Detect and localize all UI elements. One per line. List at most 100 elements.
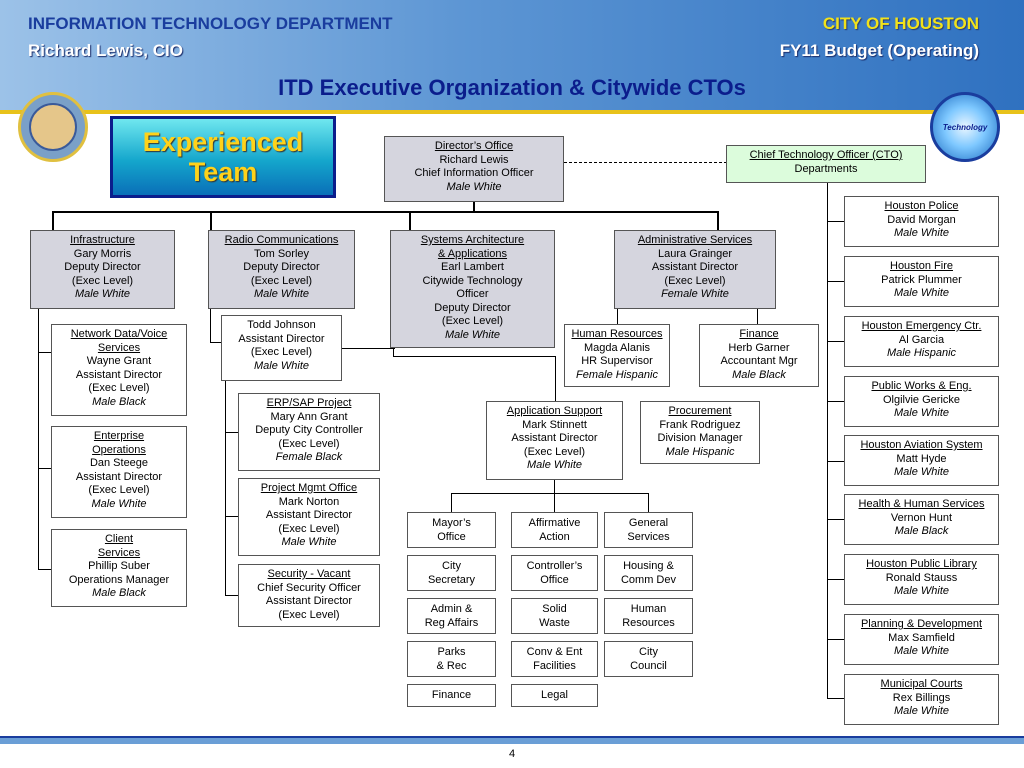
org-node-radio[interactable]: Radio Communications Tom Sorley Deputy D… [208,230,355,309]
node-level: (Exec Level) [278,608,340,621]
node-title: Client [104,533,134,545]
org-node-cto[interactable]: Chief Technology Officer (CTO) Departmen… [726,145,926,183]
cto-person: Vernon Hunt [890,511,953,524]
node-role: Assistant Director [238,332,325,345]
cto-dept-box[interactable]: Planning & Development Max Samfield Male… [844,614,999,665]
dept-line-1: Legal [541,689,568,701]
connector [555,356,556,402]
connector [827,519,844,520]
node-demographic: Male White [253,288,310,300]
cto-demographic: Male White [893,407,950,419]
cto-person: Patrick Plummer [881,273,962,286]
node-title: Radio Communications [224,234,339,246]
org-node-security[interactable]: Security - Vacant Chief Security Officer… [238,564,380,627]
customer-dept-box[interactable]: City Council [604,641,693,677]
cto-demographic: Male White [893,645,950,657]
cto-dept-name: Houston Fire [890,260,953,272]
customer-dept-box[interactable]: Finance [407,684,496,707]
customer-dept-box[interactable]: Human Resources [604,598,693,634]
node-role: Chief Security Officer [257,581,361,594]
cto-dept-box[interactable]: Health & Human Services Vernon Hunt Male… [844,494,999,545]
node-title: Director’s Office [434,140,514,152]
cto-demographic: Male White [893,705,950,717]
customer-dept-box[interactable]: Parks & Rec [407,641,496,677]
cto-person: Max Samfield [888,631,955,644]
cto-dept-box[interactable]: Houston Emergency Ctr. Al Garcia Male Hi… [844,316,999,367]
node-person: Mary Ann Grant [270,410,348,423]
node-demographic: Male White [253,359,310,372]
node-role-2: Assistant Director [265,595,353,607]
node-level: (Exec Level) [88,484,150,496]
node-demographic: Male Black [92,587,146,599]
footer-bar [0,736,1024,744]
customer-dept-box[interactable]: Affirmative Action [511,512,598,548]
customer-dept-box[interactable]: Housing & Comm Dev [604,555,693,591]
customer-dept-box[interactable]: Controller’s Office [511,555,598,591]
org-node-pmo[interactable]: Project Mgmt Office Mark Norton Assistan… [238,478,380,556]
cto-person: Al Garcia [898,333,945,346]
cto-dept-box[interactable]: Houston Public Library Ronald Stauss Mal… [844,554,999,605]
dept-line-1: Housing & [623,560,674,572]
node-person: Tom Sorley [253,247,310,260]
node-level: (Exec Level) [523,445,586,458]
dept-line-1: Solid [542,603,567,615]
org-node-director[interactable]: Director’s Office Richard Lewis Chief In… [384,136,564,202]
cto-dept-box[interactable]: Public Works & Eng. Olgilvie Gericke Mal… [844,376,999,427]
node-role: Operations Manager [68,573,170,586]
customer-dept-box[interactable]: Conv & Ent Facilities [511,641,598,677]
dept-line-1: General [628,517,669,529]
node-title-2: Services [97,341,141,354]
node-level: (Exec Level) [88,382,150,394]
dept-line-2: Resources [622,616,675,629]
org-node-app-support[interactable]: Application Support Mark Stinnett Assist… [486,401,623,480]
connector [827,401,844,402]
node-person: Richard Lewis [439,153,509,166]
customer-dept-box[interactable]: General Services [604,512,693,548]
node-role: Deputy Director [64,261,141,273]
connector [225,595,239,596]
org-node-systems[interactable]: Systems Architecture & Applications Earl… [390,230,555,348]
connector [827,698,844,699]
badge-line-2: Team [188,157,258,187]
node-level: (Exec Level) [250,274,313,287]
node-role: Assistant Director [75,470,163,483]
connector [393,356,556,357]
customer-dept-box[interactable]: City Secretary [407,555,496,591]
node-demographic: Male White [444,328,501,341]
customer-dept-box[interactable]: Admin & Reg Affairs [407,598,496,634]
node-role: Accountant Mgr [720,355,798,367]
org-node-todd[interactable]: Todd Johnson Assistant Director (Exec Le… [221,315,342,381]
org-node-network[interactable]: Network Data/Voice Services Wayne Grant … [51,324,187,416]
org-node-admin-services[interactable]: Administrative Services Laura Grainger A… [614,230,776,309]
org-node-client[interactable]: Client Services Phillip Suber Operations… [51,529,187,607]
node-title: Chief Technology Officer (CTO) [749,149,903,161]
dept-line-1: Controller’s [526,560,583,572]
node-title: Procurement [668,405,732,417]
dept-line-1: City [442,560,461,572]
cto-demographic: Male White [893,287,950,299]
org-node-hr[interactable]: Human Resources Magda Alanis HR Supervis… [564,324,670,387]
node-role: Assistant Director [511,432,598,444]
node-title: Security - Vacant [267,568,351,580]
cto-dept-name: Public Works & Eng. [871,380,972,392]
node-role: HR Supervisor [581,355,653,367]
org-node-procurement[interactable]: Procurement Frank Rodriguez Division Man… [640,401,760,464]
org-node-finance[interactable]: Finance Herb Garner Accountant Mgr Male … [699,324,819,387]
node-title: Finance [739,328,779,340]
cto-dept-box[interactable]: Houston Police David Morgan Male White [844,196,999,247]
org-node-enterprise[interactable]: Enterprise Operations Dan Steege Assista… [51,426,187,518]
connector [451,493,452,513]
node-title: Human Resources [571,328,663,340]
org-node-erp[interactable]: ERP/SAP Project Mary Ann Grant Deputy Ci… [238,393,380,471]
customer-dept-box[interactable]: Legal [511,684,598,707]
cto-demographic: Male Black [894,525,949,537]
cto-dept-box[interactable]: Houston Aviation System Matt Hyde Male W… [844,435,999,486]
cto-dept-box[interactable]: Municipal Courts Rex Billings Male White [844,674,999,725]
node-level: (Exec Level) [441,315,504,327]
customer-dept-box[interactable]: Mayor’s Office [407,512,496,548]
customer-dept-box[interactable]: Solid Waste [511,598,598,634]
experienced-team-badge: Experienced Team [110,116,336,198]
connector [473,201,475,212]
cto-dept-box[interactable]: Houston Fire Patrick Plummer Male White [844,256,999,307]
org-node-infrastructure[interactable]: Infrastructure Gary Morris Deputy Direct… [30,230,175,309]
